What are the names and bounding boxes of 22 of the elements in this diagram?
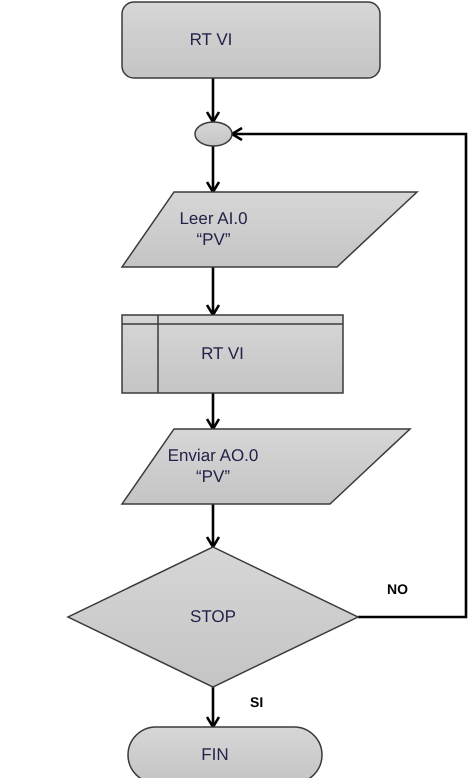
node-label: RT VI	[201, 344, 244, 364]
edge-label: NO	[386, 582, 409, 598]
node-label: STOP	[190, 606, 236, 628]
arrow	[206, 504, 220, 548]
node-label: Enviar AO.0 “PV”	[166, 446, 260, 487]
arrow	[206, 267, 220, 316]
decision-diamond	[68, 547, 358, 687]
node-label: RT VI	[190, 30, 232, 50]
arrow	[206, 687, 220, 728]
node-label: Leer AI.0 “PV”	[178, 209, 249, 250]
input-parallelogram	[122, 192, 417, 267]
node-label: FIN	[201, 744, 229, 766]
arrow	[206, 146, 220, 194]
arrow	[206, 393, 220, 430]
arrow	[230, 126, 468, 618]
connector-circle	[195, 122, 232, 146]
arrow	[206, 78, 220, 124]
subprocess-box	[122, 315, 343, 393]
output-parallelogram	[122, 429, 410, 504]
terminal-stadium	[128, 727, 322, 778]
edge-label: SI	[249, 695, 264, 710]
terminal-box	[122, 2, 380, 78]
